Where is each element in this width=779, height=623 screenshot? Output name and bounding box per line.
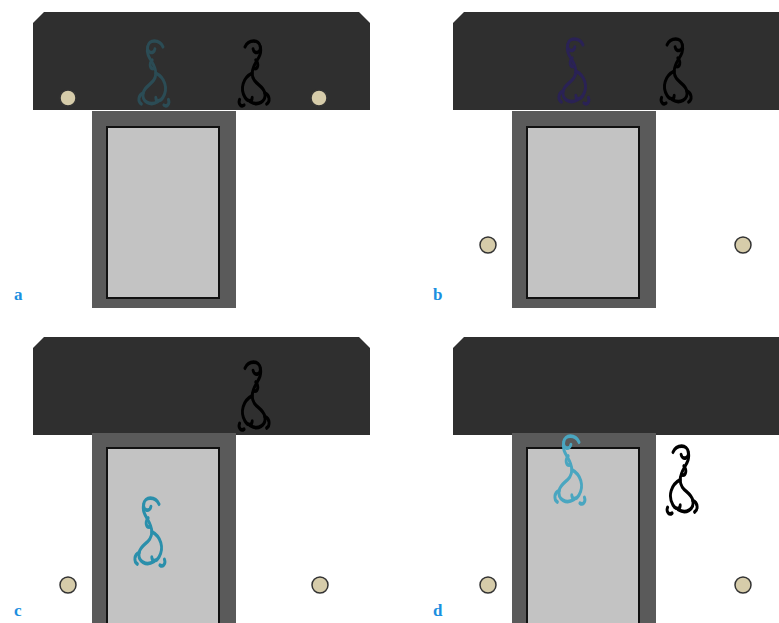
panel-label: c — [14, 602, 22, 619]
panel-c — [33, 337, 370, 623]
panel-label: d — [433, 602, 442, 619]
panel-d — [453, 337, 779, 623]
panel-label: b — [433, 286, 442, 303]
panel-a — [33, 12, 370, 308]
panel-b — [453, 12, 779, 308]
panel-label: a — [14, 286, 23, 303]
